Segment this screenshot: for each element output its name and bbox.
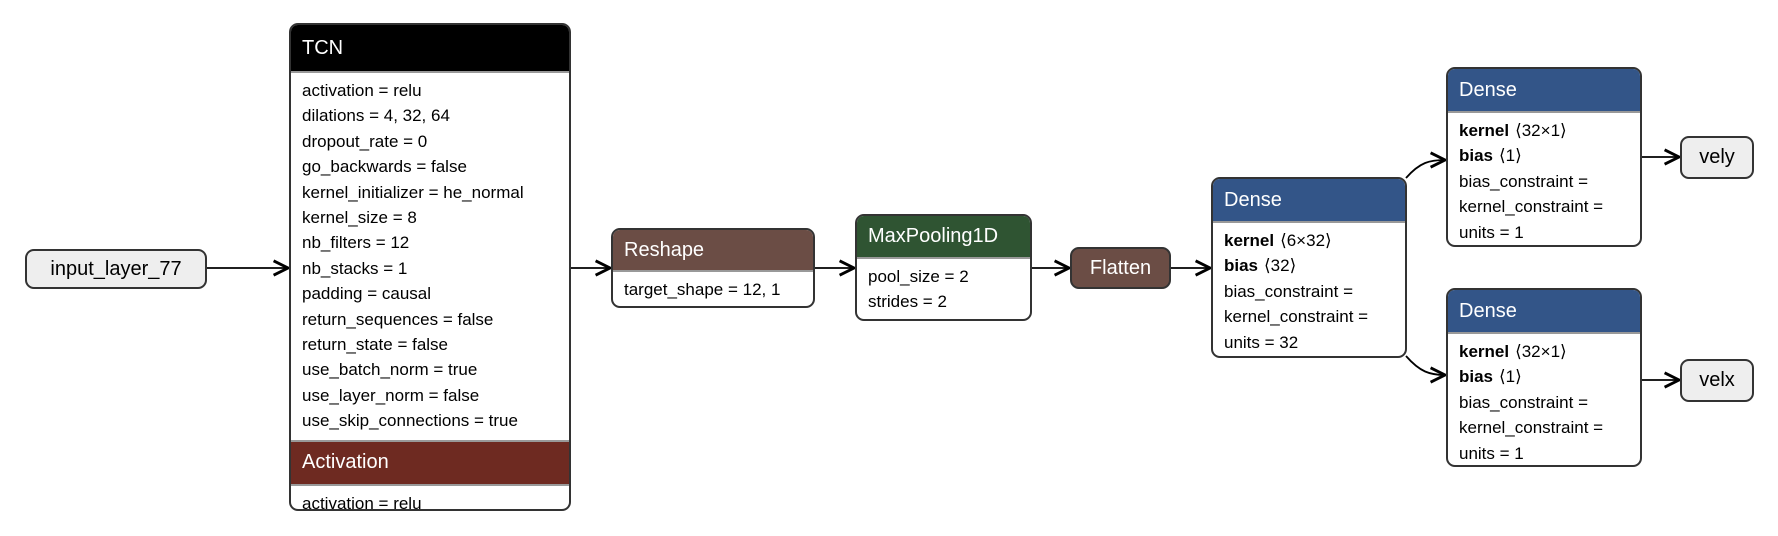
tcn-node[interactable]: TCN activation = relu dilations = 4, 32, …	[289, 23, 571, 511]
weight-name: bias	[1224, 256, 1259, 276]
weight-name: bias	[1459, 367, 1494, 387]
weight-name: kernel	[1459, 121, 1510, 140]
maxpool-header: MaxPooling1D	[857, 216, 1030, 257]
weight-shape: ⟨1⟩	[1499, 367, 1522, 387]
weight-shape: ⟨6×32⟩	[1280, 231, 1332, 250]
attribute-row: bias_constraint =	[1224, 281, 1353, 301]
reshape-attributes: target_shape = 12, 1	[613, 270, 813, 306]
dense-title: Dense	[1459, 299, 1517, 322]
weight-row: bias⟨1⟩	[1459, 364, 1629, 389]
weight-shape: ⟨32×1⟩	[1515, 121, 1567, 140]
reshape-title: Reshape	[624, 238, 705, 261]
activation-header: Activation	[291, 439, 569, 484]
attribute-row: bias_constraint =	[1459, 392, 1588, 412]
attribute-row: use_skip_connections = true	[302, 411, 518, 431]
dense-header: Dense	[1448, 69, 1640, 111]
attribute-row: return_sequences = false	[302, 309, 494, 329]
attribute-row: kernel_initializer = he_normal	[302, 182, 524, 202]
weight-name: kernel	[1224, 231, 1275, 250]
attribute-row: strides = 2	[868, 292, 947, 312]
dense-node-1[interactable]: Dense kernel ⟨6×32⟩ bias⟨32⟩ bias_constrain…	[1211, 177, 1407, 358]
attribute-row: kernel_size = 8	[302, 208, 417, 228]
attribute-row: kernel_constraint =	[1459, 197, 1604, 217]
activation-attributes: activation = relu	[291, 483, 569, 511]
tcn-attributes: activation = relu dilations = 4, 32, 64 dr…	[291, 71, 569, 440]
edge-dense-dense-top	[1405, 160, 1445, 179]
activation-title: Activation	[302, 451, 389, 474]
weight-shape: ⟨32×1⟩	[1515, 342, 1567, 361]
weight-name: bias	[1459, 146, 1494, 166]
attribute-row: kernel_constraint =	[1459, 418, 1604, 438]
attribute-row: dropout_rate = 0	[302, 131, 428, 151]
dense-header: Dense	[1213, 179, 1405, 221]
tcn-header: TCN	[291, 25, 569, 71]
output-vely-node[interactable]: vely	[1680, 136, 1754, 179]
dense-title: Dense	[1224, 188, 1282, 211]
weight-row: kernel ⟨32×1⟩	[1459, 118, 1629, 143]
attribute-row: dilations = 4, 32, 64	[302, 106, 450, 126]
attribute-row: nb_stacks = 1	[302, 258, 408, 278]
attribute-row: nb_filters = 12	[302, 233, 410, 253]
dense-attributes: kernel ⟨32×1⟩ bias⟨1⟩ bias_constraint = kern…	[1448, 111, 1640, 245]
attribute-row: return_state = false	[302, 335, 449, 355]
reshape-header: Reshape	[613, 230, 813, 270]
reshape-node[interactable]: Reshape target_shape = 12, 1	[611, 228, 815, 308]
tcn-title: TCN	[302, 36, 344, 59]
attribute-row: target_shape = 12, 1	[624, 280, 781, 299]
edge-dense-dense-bottom	[1405, 355, 1445, 375]
attribute-row: units = 32	[1224, 332, 1299, 352]
weight-row: kernel ⟨32×1⟩	[1459, 339, 1629, 364]
attribute-row: kernel_constraint =	[1224, 307, 1369, 327]
weight-row: kernel ⟨6×32⟩	[1224, 228, 1394, 253]
attribute-row: go_backwards = false	[302, 157, 467, 177]
weight-name: kernel	[1459, 342, 1510, 361]
attribute-row: use_layer_norm = false	[302, 385, 480, 405]
input-label: input_layer_77	[50, 257, 182, 280]
weight-shape: ⟨1⟩	[1499, 146, 1522, 166]
maxpool-attributes: pool_size = 2 strides = 2	[857, 257, 1030, 319]
attribute-row: pool_size = 2	[868, 267, 969, 286]
weight-row: bias⟨32⟩	[1224, 253, 1394, 278]
output-velx-label: velx	[1699, 369, 1735, 391]
attribute-row: padding = causal	[302, 284, 432, 304]
dense-title: Dense	[1459, 78, 1517, 101]
input-node[interactable]: input_layer_77	[25, 249, 207, 289]
attribute-row: activation = relu	[302, 493, 422, 511]
dense-node-3[interactable]: Dense kernel ⟨32×1⟩ bias⟨1⟩ bias_constraint…	[1446, 288, 1642, 467]
dense-attributes: kernel ⟨6×32⟩ bias⟨32⟩ bias_constraint = ker…	[1213, 221, 1405, 356]
weight-row: bias⟨1⟩	[1459, 143, 1629, 168]
dense-attributes: kernel ⟨32×1⟩ bias⟨1⟩ bias_constraint = kern…	[1448, 332, 1640, 465]
output-velx-node[interactable]: velx	[1680, 359, 1754, 402]
flatten-title: Flatten	[1089, 256, 1152, 279]
maxpool-node[interactable]: MaxPooling1D pool_size = 2 strides = 2	[855, 214, 1032, 321]
attribute-row: units = 1	[1459, 222, 1524, 242]
attribute-row: units = 1	[1459, 443, 1524, 463]
weight-shape: ⟨32⟩	[1264, 256, 1297, 276]
attribute-row: bias_constraint =	[1459, 171, 1588, 191]
flatten-node[interactable]: Flatten	[1070, 247, 1171, 289]
dense-header: Dense	[1448, 290, 1640, 332]
attribute-row: activation = relu	[302, 81, 422, 100]
attribute-row: use_batch_norm = true	[302, 360, 478, 380]
dense-node-2[interactable]: Dense kernel ⟨32×1⟩ bias⟨1⟩ bias_constraint…	[1446, 67, 1642, 247]
maxpool-title: MaxPooling1D	[868, 225, 999, 247]
output-vely-label: vely	[1699, 146, 1735, 168]
